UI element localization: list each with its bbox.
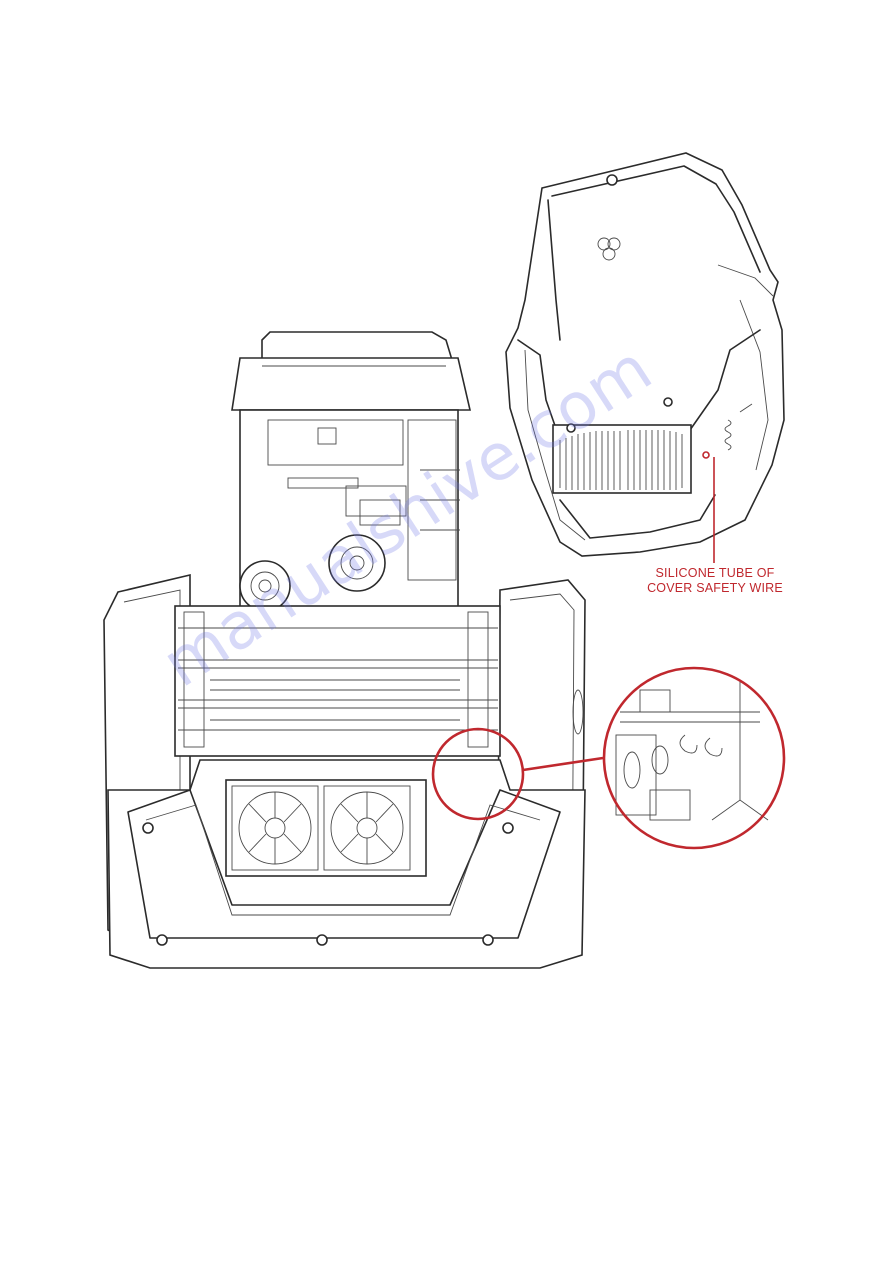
callout-line-1: SILICONE TUBE OF	[625, 566, 805, 581]
detail-magnified-view	[604, 668, 784, 848]
removed-cover	[506, 153, 784, 556]
callout-label: SILICONE TUBE OF COVER SAFETY WIRE	[625, 566, 805, 596]
callout-line-2: COVER SAFETY WIRE	[625, 581, 805, 596]
